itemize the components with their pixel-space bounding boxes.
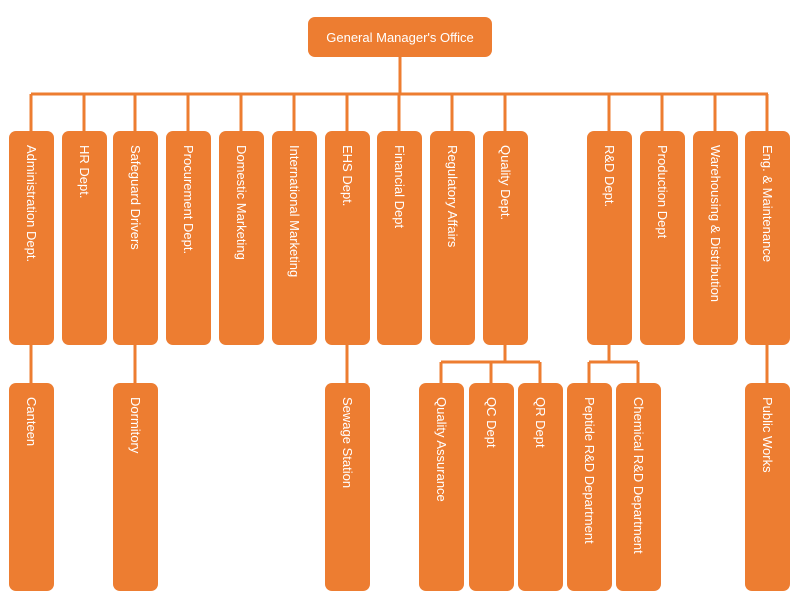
dept-label: International Marketing [287, 145, 302, 278]
subunit-label: Public Works [760, 397, 775, 473]
dept-domestic-marketing: Domestic Marketing [219, 131, 264, 345]
subunit-label: Chemical R&D Department [631, 397, 646, 554]
sub-dormitory: Dormitory [113, 383, 158, 591]
dept-warehousing: Warehousing & Distribution [693, 131, 738, 345]
sub-public-works: Public Works [745, 383, 790, 591]
dept-label: Regulatory Affairs [445, 145, 460, 248]
sub-chemical-rnd: Chemical R&D Department [616, 383, 661, 591]
dept-regulatory-affairs: Regulatory Affairs [430, 131, 475, 345]
dept-label: Administration Dept. [24, 145, 39, 263]
subunit-label: QC Dept [484, 397, 499, 448]
dept-label: Production Dept [655, 145, 670, 239]
dept-procurement: Procurement Dept. [166, 131, 211, 345]
dept-production: Production Dept [640, 131, 685, 345]
sub-sewage-station: Sewage Station [325, 383, 370, 591]
subunit-label: Canteen [24, 397, 39, 447]
dept-hr: HR Dept. [62, 131, 107, 345]
sub-qc-dept: QC Dept [469, 383, 514, 591]
subunit-label: Peptide R&D Department [582, 397, 597, 544]
subunit-label: Sewage Station [340, 397, 355, 489]
root-label: General Manager's Office [326, 29, 474, 45]
sub-peptide-rnd: Peptide R&D Department [567, 383, 612, 591]
dept-label: Eng. & Maintenance [760, 145, 775, 263]
sub-qr-dept: QR Dept [518, 383, 563, 591]
subunit-label: Dormitory [128, 397, 143, 454]
dept-international-marketing: International Marketing [272, 131, 317, 345]
dept-label: Procurement Dept. [181, 145, 196, 255]
dept-financial: Financial Dept [377, 131, 422, 345]
dept-label: Financial Dept [392, 145, 407, 229]
dept-administration: Administration Dept. [9, 131, 54, 345]
dept-label: EHS Dept. [340, 145, 355, 207]
dept-quality: Quality Dept. [483, 131, 528, 345]
dept-rnd: R&D Dept. [587, 131, 632, 345]
dept-ehs: EHS Dept. [325, 131, 370, 345]
sub-quality-assurance: Quality Assurance [419, 383, 464, 591]
dept-label: Domestic Marketing [234, 145, 249, 260]
dept-label: Warehousing & Distribution [708, 145, 723, 303]
dept-label: Safeguard Drivers [128, 145, 143, 250]
dept-label: HR Dept. [77, 145, 92, 199]
dept-label: Quality Dept. [498, 145, 513, 221]
dept-eng-maintenance: Eng. & Maintenance [745, 131, 790, 345]
subunit-label: QR Dept [533, 397, 548, 448]
root-node: General Manager's Office [308, 17, 492, 57]
dept-label: R&D Dept. [602, 145, 617, 208]
dept-safeguard: Safeguard Drivers [113, 131, 158, 345]
sub-canteen: Canteen [9, 383, 54, 591]
subunit-label: Quality Assurance [434, 397, 449, 502]
